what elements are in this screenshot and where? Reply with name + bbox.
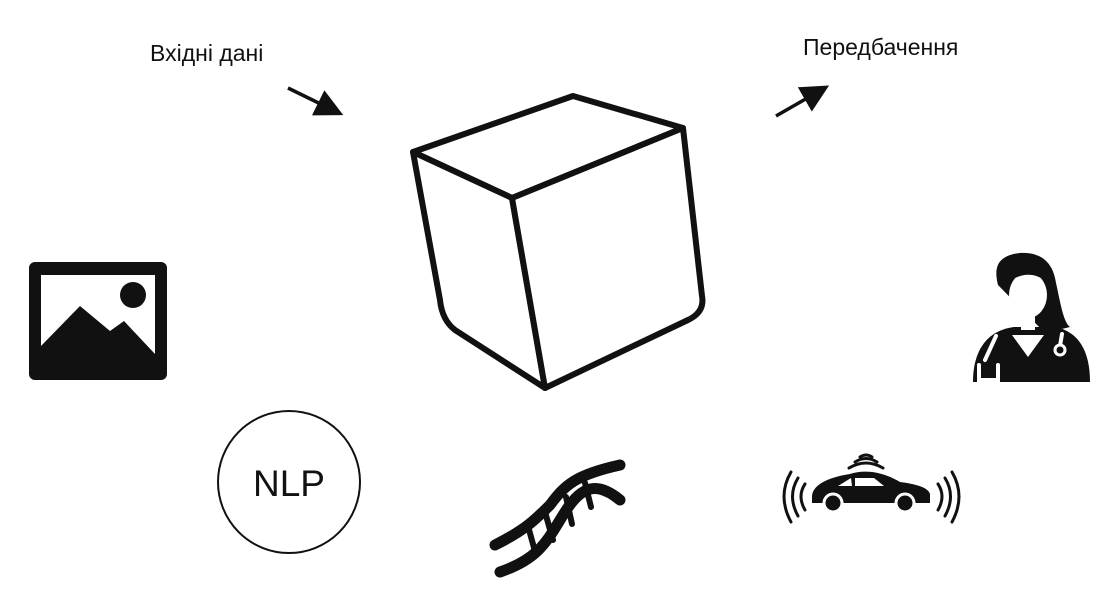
output-label: Передбачення [803,34,959,60]
image-icon [29,262,167,380]
self-driving-car-icon [782,453,961,524]
black-box-cube-icon [410,93,706,391]
input-label: Вхідні дані [150,40,264,66]
output-arrow [775,85,830,118]
dna-icon [489,459,626,578]
doctor-icon [973,252,1090,382]
nlp-circle-icon: NLP [217,410,361,554]
nlp-label: NLP [253,463,325,504]
input-arrow [287,86,344,116]
